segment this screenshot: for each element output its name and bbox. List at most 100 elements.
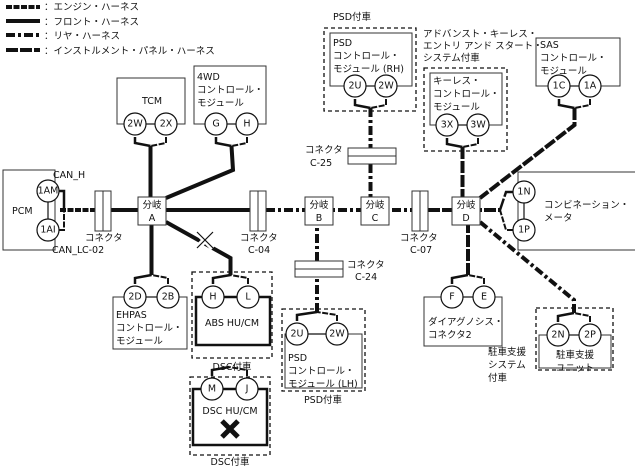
psd-rh-1-pin: [343, 74, 367, 98]
wire-cut-icon: [196, 231, 214, 249]
branch-label: 分岐: [456, 199, 476, 211]
wire-sas: [478, 108, 577, 200]
tcm-2-pin: [154, 112, 178, 136]
c07-word: コネクタ: [400, 233, 438, 244]
psd-rh-line1: PSD: [333, 38, 352, 49]
abs-can-l-stub: [230, 274, 249, 284]
meter-line1: コンビネーション・: [544, 200, 629, 211]
dsc-2-pin-label: J: [245, 384, 249, 395]
keyless-line3: モジュール: [433, 102, 480, 113]
awd-2-pin-label: H: [243, 119, 250, 130]
legend-engine: ：エンジン・ハーネス: [44, 2, 139, 13]
c04-label: C-04: [248, 245, 270, 256]
psd-lh-can-h-stub: [295, 310, 318, 321]
psd-lh-line2: コントロール・: [288, 366, 355, 377]
dsc-1-pin-label: M: [208, 384, 216, 395]
psd-lh-group-label: PSD付車: [304, 394, 343, 406]
meter-box: [517, 171, 635, 251]
dsc-can-l-stub: [229, 366, 248, 376]
connector-c07-a: [411, 190, 421, 232]
meter-can-h-stub: [498, 190, 513, 211]
c02-label: C-02: [82, 245, 104, 256]
psd-lh-line1: PSD: [288, 353, 307, 364]
meter-line2: メータ: [544, 213, 573, 224]
sas-1-pin: [547, 74, 571, 98]
diag-2-pin: [472, 285, 496, 309]
psd-rh-can-h-stub: [353, 99, 371, 110]
sas-1-pin-label: 1C: [553, 81, 566, 92]
tcm-can-l-stub: [150, 137, 167, 147]
branch-id: A: [149, 213, 156, 224]
psd-lh-2-pin-label: 2W: [329, 329, 345, 340]
pcm-1-pin-label: 1AM: [38, 186, 59, 197]
sas-line1: SAS: [540, 40, 559, 51]
branch-id: D: [462, 213, 469, 224]
tcm-1-pin: [123, 112, 147, 136]
branch-label: 分岐: [142, 199, 162, 211]
c07-label: C-07: [410, 245, 432, 256]
branch-label: 分岐: [365, 199, 385, 211]
connector-c25-b: [347, 155, 397, 165]
sas-line3: モジュール: [540, 66, 587, 77]
wire-abs: [165, 220, 233, 275]
tcm-1-pin-label: 2W: [127, 119, 143, 130]
abs-group-label: DSC付車: [213, 361, 252, 373]
legend-front: ：フロント・ハーネス: [44, 17, 139, 28]
tcm-2-pin-label: 2X: [160, 119, 173, 130]
psd-lh-can-l-stub: [316, 311, 338, 321]
sas-2-pin: [578, 74, 602, 98]
legend-instrument: ：インストルメント・パネル・ハーネス: [44, 46, 215, 57]
awd-can-l-stub: [231, 137, 248, 147]
keyless-group-line1: アドバンスト・キーレス・: [423, 29, 537, 40]
ehpas-line3: モジュール: [116, 336, 163, 347]
c25-word: コネクタ: [305, 145, 343, 156]
keyless-1-pin: [435, 113, 459, 137]
connector-c24-a: [294, 260, 344, 270]
dsc-2-pin: [235, 377, 259, 401]
dsc-group: [189, 376, 271, 456]
pcm-2-pin: [36, 218, 60, 242]
connector-c07-b: [419, 190, 429, 232]
tcm-can-h-stub: [133, 137, 151, 148]
branch-A: [137, 196, 167, 226]
parking-can-h-stub: [556, 311, 575, 322]
c25-label: C-25: [310, 158, 332, 169]
sas-2-pin-label: 1A: [584, 81, 597, 92]
keyless-2-pin-label: 3W: [470, 120, 486, 131]
sas-line2: コントロール・: [540, 53, 607, 64]
diag-line1: ダイアグノシス・: [428, 316, 503, 328]
can-h-label: CAN_H: [53, 170, 85, 181]
parking-group-line1: 駐車支援: [488, 346, 527, 358]
legend-rear: ：リヤ・ハーネス: [44, 31, 120, 42]
abs-can-h-stub: [211, 273, 231, 284]
c04-word: コネクタ: [240, 233, 278, 244]
abs-1-pin: [201, 285, 225, 309]
branch-id: C: [372, 213, 379, 224]
psd-rh-2-pin: [374, 74, 398, 98]
sas-box: [535, 37, 621, 87]
meter-2-pin: [512, 218, 536, 242]
ehpas-line1: EHPAS: [116, 310, 147, 321]
meter-2-pin-label: 1P: [518, 225, 530, 236]
dsc-1-pin: [200, 377, 224, 401]
psd-lh-2-pin: [325, 322, 349, 346]
awd-1-pin-label: G: [212, 119, 219, 130]
wire-awd: [165, 145, 236, 200]
ehpas-can-h-stub: [133, 273, 152, 284]
diag-can-h-stub: [450, 273, 469, 284]
keyless-group-line3: システム付車: [423, 52, 480, 64]
awd-line3: モジュール: [197, 98, 244, 109]
abs-1-pin-label: H: [209, 292, 216, 303]
ehpas-2-pin-label: 2B: [162, 292, 175, 303]
diag-1-pin-label: F: [449, 292, 454, 303]
keyless-group: [423, 67, 508, 152]
pcm-name: PCM: [12, 206, 33, 217]
connector-c04-b: [257, 190, 267, 232]
dsc-name: DSC HU/CM: [202, 406, 257, 417]
connector-c02-b: [102, 190, 112, 232]
branch-C: [360, 196, 390, 226]
parking-1-pin: [546, 323, 570, 347]
abs-group: [191, 271, 273, 359]
